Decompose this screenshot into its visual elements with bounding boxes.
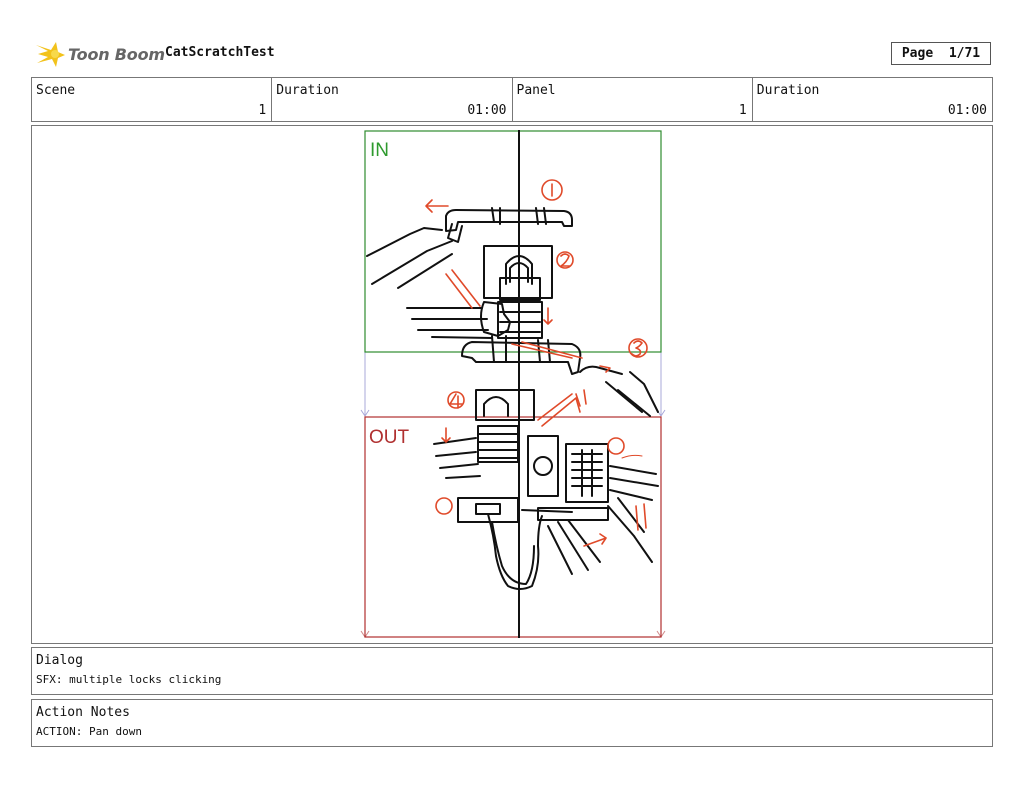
panel-duration-label: Duration: [756, 83, 820, 98]
pan-guides: [360, 352, 666, 638]
storyboard-panel: IN OUT: [31, 125, 993, 644]
star-burst-icon: [36, 42, 65, 67]
in-frame: [364, 130, 662, 353]
panel-value: 1: [738, 103, 747, 118]
out-frame-label: OUT: [369, 427, 410, 448]
scene-cell: Scene 1: [32, 78, 273, 121]
out-frame: [364, 416, 662, 638]
scene-duration-value: 01:00: [467, 103, 507, 118]
info-row: Scene 1 Duration 01:00 Panel 1 Duration …: [31, 77, 993, 122]
action-notes-text: ACTION: Pan down: [36, 725, 142, 738]
page-label: Page: [901, 46, 934, 61]
logo-text: Toon Boom: [68, 44, 165, 64]
scene-duration-label: Duration: [276, 83, 339, 98]
panel-duration-value: 01:00: [947, 103, 987, 118]
panel-label: Panel: [516, 83, 556, 98]
scene-duration-cell: Duration 01:00: [272, 78, 513, 121]
panel-duration-cell: Duration 01:00: [753, 78, 992, 121]
sketch-canvas: IN OUT: [360, 130, 666, 638]
scene-label: Scene: [36, 83, 76, 98]
red-annotations: [425, 179, 648, 547]
page-value: 1/71: [948, 46, 981, 61]
panel-cell: Panel 1: [513, 78, 753, 121]
toon-boom-logo: Toon Boom: [34, 38, 165, 70]
in-frame-label: IN: [370, 140, 389, 161]
action-notes-label: Action Notes: [36, 705, 130, 720]
page-indicator: Page 1/71: [891, 42, 991, 65]
black-sketch: [366, 207, 659, 590]
scene-value: 1: [258, 103, 267, 118]
dialog-label: Dialog: [36, 653, 83, 668]
action-notes-box: Action Notes ACTION: Pan down: [31, 699, 993, 747]
project-title: CatScratchTest: [165, 45, 275, 60]
dialog-box: Dialog SFX: multiple locks clicking: [31, 647, 993, 695]
dialog-text: SFX: multiple locks clicking: [36, 673, 222, 686]
